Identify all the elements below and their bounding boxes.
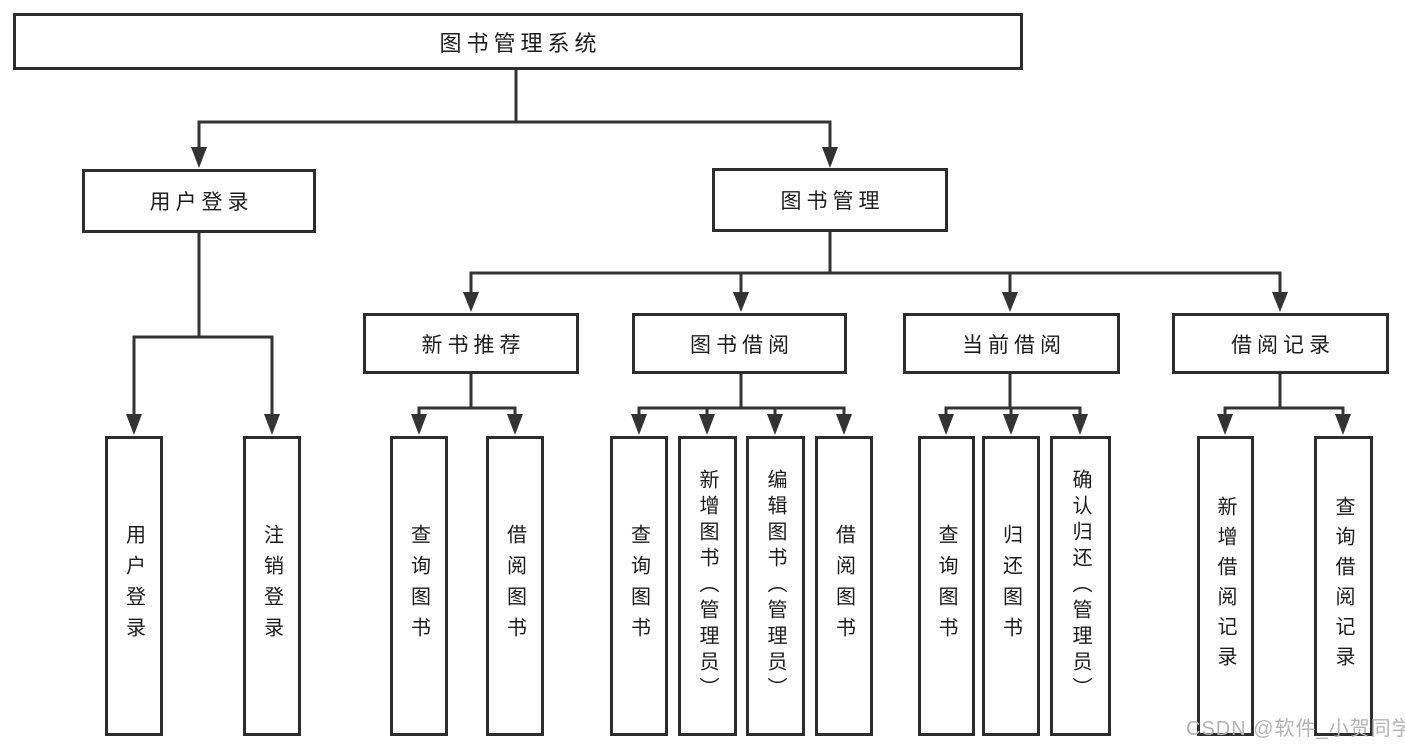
- leaf-query-borrow-record: 查询借阅记录: [1314, 436, 1373, 736]
- leaf-user-login-label: 用户登录: [122, 524, 145, 648]
- node-user-login-label: 用户登录: [149, 191, 254, 214]
- node-book-management: 图书管理: [712, 168, 948, 232]
- leaf-add-books-admin-label: 新增图书（管理员）: [696, 469, 718, 703]
- leaf-return-books: 归还图书: [982, 436, 1040, 736]
- csdn-watermark: CSDN @软件_小贺同学: [1186, 718, 1405, 740]
- node-book-borrow: 图书借阅: [632, 313, 847, 374]
- leaf-query-books-recommend: 查询图书: [390, 436, 448, 736]
- leaf-edit-books-admin-label: 编辑图书（管理员）: [764, 469, 786, 703]
- node-book-borrow-label: 图书借阅: [690, 333, 794, 357]
- leaf-return-books-label: 归还图书: [999, 524, 1022, 648]
- leaf-query-books-current: 查询图书: [918, 436, 975, 736]
- leaf-logout: 注销登录: [243, 436, 301, 736]
- leaf-confirm-return-admin-label: 确认归还（管理员）: [1069, 469, 1091, 703]
- node-borrow-records: 借阅记录: [1172, 313, 1389, 374]
- node-book-management-label: 图书管理: [780, 190, 885, 213]
- node-new-book-recommend-label: 新书推荐: [421, 333, 526, 357]
- leaf-borrow-books: 借阅图书: [815, 436, 873, 736]
- leaf-query-books-current-label: 查询图书: [935, 524, 957, 648]
- node-root-label: 图书管理系统: [439, 30, 602, 56]
- leaf-edit-books-admin: 编辑图书（管理员）: [746, 436, 805, 736]
- leaf-query-borrow-record-label: 查询借阅记录: [1332, 496, 1354, 676]
- leaf-confirm-return-admin: 确认归还（管理员）: [1050, 436, 1111, 736]
- leaf-borrow-books-recommend-label: 借阅图书: [503, 524, 526, 648]
- leaf-logout-label: 注销登录: [260, 524, 283, 648]
- leaf-add-borrow-record: 新增借阅记录: [1197, 436, 1254, 736]
- node-borrow-records-label: 借阅记录: [1231, 333, 1335, 357]
- leaf-query-books-borrow: 查询图书: [610, 436, 668, 736]
- node-user-login: 用户登录: [82, 169, 316, 233]
- node-new-book-recommend: 新书推荐: [363, 313, 579, 374]
- leaf-query-books-borrow-label: 查询图书: [627, 524, 650, 648]
- leaf-borrow-books-recommend: 借阅图书: [486, 436, 544, 736]
- leaf-user-login: 用户登录: [105, 436, 163, 736]
- leaf-query-books-recommend-label: 查询图书: [407, 524, 430, 648]
- leaf-add-borrow-record-label: 新增借阅记录: [1214, 496, 1236, 676]
- node-current-borrow-label: 当前借阅: [962, 333, 1066, 357]
- node-current-borrow: 当前借阅: [903, 313, 1120, 374]
- leaf-add-books-admin: 新增图书（管理员）: [678, 436, 737, 736]
- leaf-borrow-books-label: 借阅图书: [832, 524, 855, 648]
- node-root-system: 图书管理系统: [13, 13, 1023, 70]
